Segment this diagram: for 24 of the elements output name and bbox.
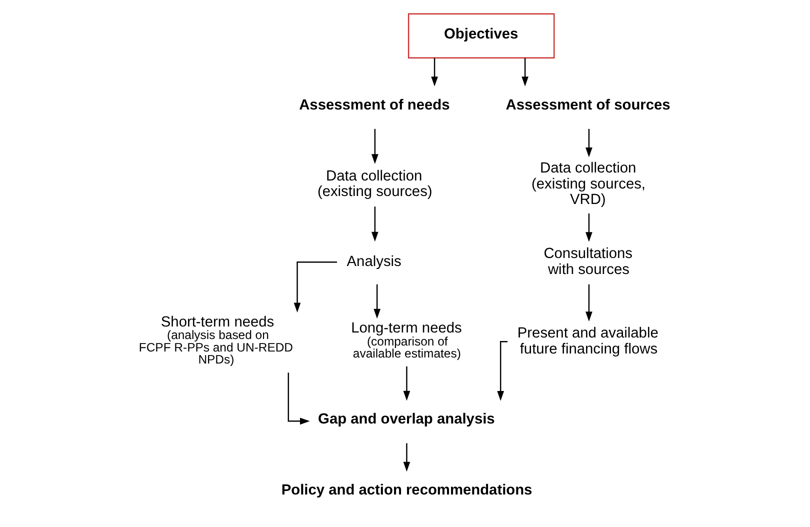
node-text: Short-term needs (analysis based on FCPF R-PPs and UN-REDD NPDs): [138, 314, 293, 366]
node-text: Assessment of sources: [505, 96, 670, 113]
node-text: Data collection (existing sources, VRD): [530, 160, 646, 208]
arrow: [402, 442, 410, 472]
arrow: [521, 57, 528, 86]
arrow: [585, 128, 592, 157]
arrow: [585, 284, 592, 321]
node-text: Data collection (existing sources): [316, 168, 432, 200]
node-text: Gap and overlap analysis: [318, 411, 494, 428]
arrow: [402, 366, 410, 400]
arrow: [287, 372, 310, 424]
arrow: [371, 206, 378, 242]
node-text: Assessment of needs: [298, 96, 450, 113]
arrow: [430, 57, 438, 86]
node-text: Analysis: [346, 253, 401, 270]
node-text: Present and available future financing flows: [516, 325, 658, 357]
arrow: [373, 284, 380, 318]
node-box: Objectives: [407, 12, 554, 58]
arrow: [371, 128, 378, 164]
node-text: Consultations with sources: [543, 246, 632, 278]
arrow: [585, 212, 592, 242]
node-text: Long-term needs (comparison of available estimates): [350, 320, 462, 360]
node-text: Policy and action recommendations: [280, 482, 532, 498]
arrow: [293, 261, 336, 312]
